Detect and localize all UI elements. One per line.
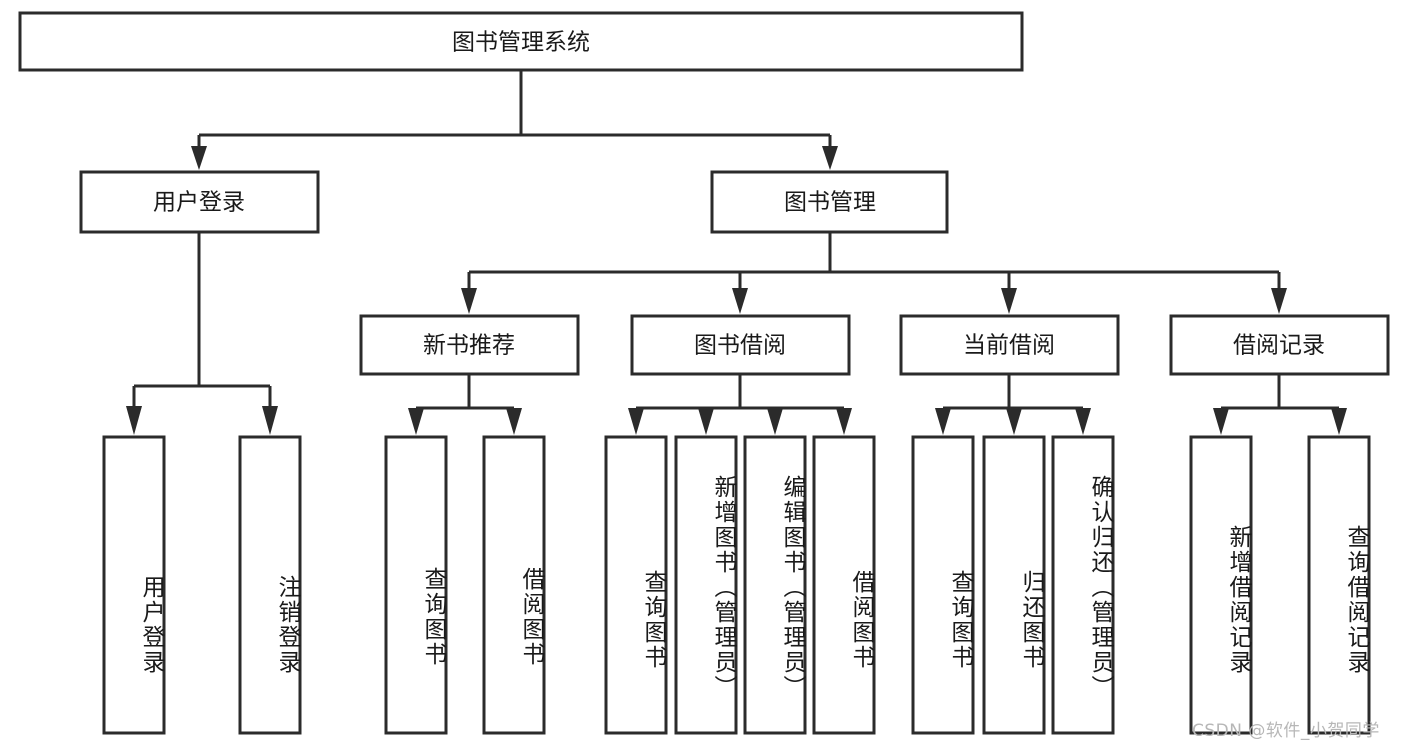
node-root-label: 图书管理系统	[452, 30, 590, 56]
arrow-head-leaf-query-book-1	[408, 408, 424, 435]
node-root-rect[interactable]	[18, 11, 1024, 72]
leaf-box-borrow-book-1[interactable]	[482, 435, 546, 735]
connectors-book-borrow-to-leaves	[628, 374, 852, 435]
leaf-box-borrow-book-2[interactable]	[812, 435, 876, 735]
arrow-head-user-login	[191, 146, 207, 170]
leaf-box-return-book[interactable]	[982, 435, 1046, 735]
arrow-head-leaf-confirm-return	[1075, 408, 1091, 435]
arrow-head-current-borrow	[1001, 288, 1017, 314]
arrow-head-new-book-rec	[461, 288, 477, 314]
node-borrow-record-rect[interactable]	[1169, 314, 1390, 376]
leaf-box-query-book-3[interactable]	[911, 435, 975, 735]
arrow-head-book-borrow	[732, 288, 748, 314]
arrow-head-leaf-add-record	[1213, 408, 1229, 435]
leaf-box-user-logout[interactable]	[238, 435, 302, 735]
node-book-manage-rect[interactable]	[710, 170, 949, 234]
connectors-current-borrow-to-leaves	[935, 374, 1091, 435]
node-current-borrow-label: 当前借阅	[963, 333, 1055, 359]
node-current-borrow-rect[interactable]	[899, 314, 1120, 376]
leaf-box-user-login[interactable]	[102, 435, 166, 735]
csdn-watermark: CSDN @软件_小贺同学	[1192, 721, 1380, 741]
arrow-head-leaf-query-record	[1331, 408, 1347, 435]
arrow-head-leaf-borrow-book-1	[506, 408, 522, 435]
leaf-box-edit-book[interactable]	[743, 435, 807, 735]
node-borrow-record[interactable]: 借阅记录	[1169, 314, 1390, 376]
node-user-login[interactable]: 用户登录	[79, 170, 320, 234]
leaf-boxes	[102, 435, 1371, 735]
arrow-head-leaf-query-book-3	[935, 408, 951, 435]
leaf-box-query-record[interactable]	[1307, 435, 1371, 735]
arrow-head-leaf-return-book	[1006, 408, 1022, 435]
node-user-login-label: 用户登录	[153, 190, 245, 216]
node-current-borrow[interactable]: 当前借阅	[899, 314, 1120, 376]
node-new-book-rec-rect[interactable]	[359, 314, 580, 376]
node-user-login-rect[interactable]	[79, 170, 320, 234]
connectors-user-login-to-leaves	[126, 232, 278, 435]
leaf-box-query-book-1[interactable]	[384, 435, 448, 735]
arrow-head-leaf-user-login	[126, 406, 142, 435]
arrow-head-leaf-query-book-2	[628, 408, 644, 435]
node-new-book-rec[interactable]: 新书推荐	[359, 314, 580, 376]
node-borrow-record-label: 借阅记录	[1233, 333, 1325, 359]
leaf-box-add-book[interactable]	[674, 435, 738, 735]
connectors-borrow-record-to-leaves	[1213, 374, 1347, 435]
arrow-head-book-manage	[822, 146, 838, 170]
arrow-head-leaf-add-book	[698, 408, 714, 435]
node-book-borrow-label: 图书借阅	[694, 333, 786, 359]
connectors-book-manage-to-level3	[461, 232, 1287, 314]
leaf-box-confirm-return[interactable]	[1051, 435, 1115, 735]
connectors-new-book-rec-to-leaves	[408, 374, 522, 435]
leaf-box-query-book-2[interactable]	[604, 435, 668, 735]
node-book-manage[interactable]: 图书管理	[710, 170, 949, 234]
arrow-head-leaf-edit-book	[767, 408, 783, 435]
node-book-borrow-rect[interactable]	[630, 314, 851, 376]
arrow-head-leaf-borrow-book-2	[836, 408, 852, 435]
node-root[interactable]: 图书管理系统	[18, 11, 1024, 72]
connectors-root-to-level2	[191, 70, 838, 170]
node-book-borrow[interactable]: 图书借阅	[630, 314, 851, 376]
node-book-manage-label: 图书管理	[784, 190, 876, 216]
arrow-head-leaf-user-logout	[262, 406, 278, 435]
node-new-book-rec-label: 新书推荐	[423, 333, 515, 359]
leaf-box-add-record[interactable]	[1189, 435, 1253, 735]
arrow-head-borrow-record	[1271, 288, 1287, 314]
